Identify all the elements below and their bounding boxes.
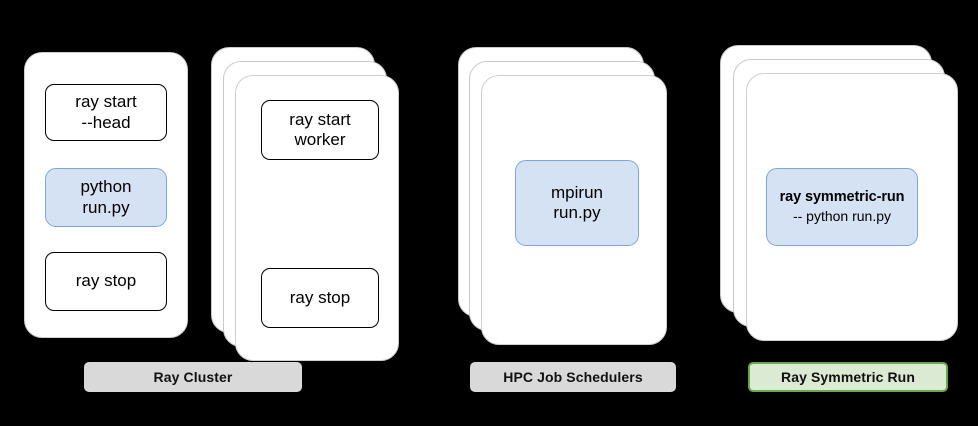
command-line-1: ray stop	[289, 287, 351, 307]
command-box-ray-stop-head[interactable]: ray stop	[45, 252, 167, 311]
command-line-2: run.py	[82, 197, 130, 217]
command-box-ray-start-worker[interactable]: ray start worker	[261, 100, 379, 160]
command-line-1: ray stop	[75, 271, 137, 291]
command-line-1: python	[80, 177, 132, 197]
group-label-text: HPC Job Schedulers	[503, 369, 643, 385]
group-label-ray-cluster: Ray Cluster	[84, 362, 302, 392]
command-line-1: ray start	[75, 92, 137, 112]
group-label-hpc-job-schedulers: HPC Job Schedulers	[470, 362, 676, 392]
command-line-2: run.py	[553, 203, 601, 222]
command-line-2: worker	[294, 130, 346, 149]
group-label-text: Ray Cluster	[153, 369, 233, 385]
group-label-text: Ray Symmetric Run	[781, 369, 915, 385]
command-line-1: ray start	[289, 109, 351, 129]
command-box-python-run-py[interactable]: python run.py	[45, 168, 167, 227]
command-line-2: --head	[81, 112, 131, 132]
command-box-ray-stop-worker[interactable]: ray stop	[261, 268, 379, 328]
command-box-ray-start-head[interactable]: ray start --head	[45, 84, 167, 141]
group-label-ray-symmetric-run: Ray Symmetric Run	[748, 362, 948, 392]
command-line-1: mpirun	[551, 182, 603, 202]
command-line-1: ray symmetric-run	[779, 189, 905, 206]
command-line-2: -- python run.py	[792, 208, 892, 225]
command-box-mpirun-run-py[interactable]: mpirun run.py	[515, 160, 639, 246]
command-box-ray-symmetric-run[interactable]: ray symmetric-run -- python run.py	[766, 168, 918, 246]
